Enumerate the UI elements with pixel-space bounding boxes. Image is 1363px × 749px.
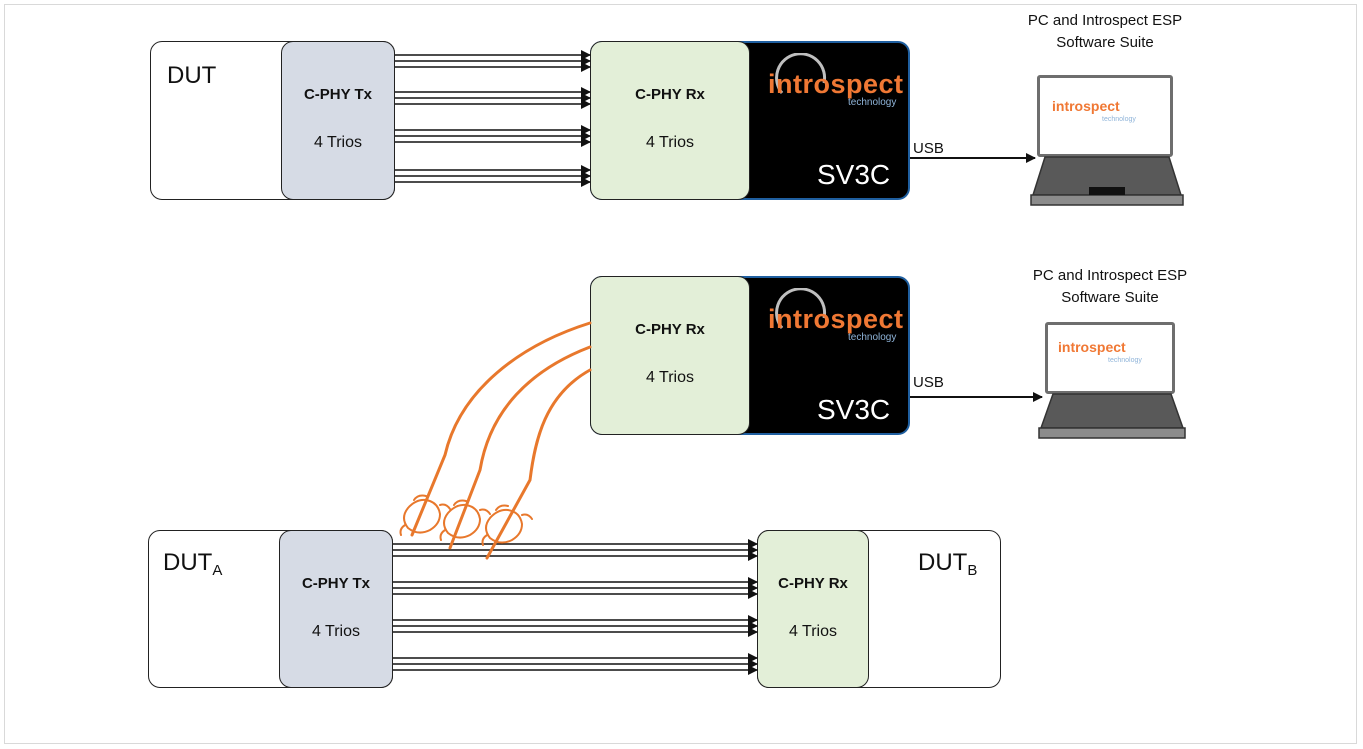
laptop-top: introspect technology — [1030, 75, 1184, 210]
probe-hands — [399, 494, 533, 546]
cphy-rx-dut-b-trios: 4 Trios — [788, 623, 837, 640]
laptop-top-screen-logo: introspect — [1052, 98, 1120, 114]
cphy-rx-analyzer-bottom-trios: 4 Trios — [645, 369, 694, 386]
usb-arrows — [910, 153, 1043, 402]
pc-caption-top-line1: PC and Introspect ESP — [1027, 12, 1183, 29]
laptop-bottom-screen-logo-sub: technology — [1108, 357, 1142, 364]
pc-caption-bottom-line2: Software Suite — [1061, 289, 1159, 306]
cphy-rx-analyzer-bottom-title: C-PHY Rx — [635, 321, 705, 338]
dut-b-subscript: B — [967, 562, 978, 579]
cphy-tx-top: C-PHY Tx 4 Trios — [281, 41, 395, 200]
laptop-bottom-screen: introspect technology — [1045, 322, 1175, 394]
dut-a-label: DUTA — [163, 549, 222, 579]
introspect-logo-text: introspect — [768, 69, 904, 99]
laptop-top-base — [1030, 156, 1184, 206]
sv3c-top-label: SV3C — [817, 159, 891, 190]
pc-caption-bottom: PC and Introspect ESP Software Suite — [1015, 265, 1205, 309]
dut-b-label: DUTB — [918, 549, 977, 579]
cphy-rx-dut-b: C-PHY Rx 4 Trios — [757, 530, 869, 688]
probe-cables — [410, 321, 592, 560]
introspect-logo-arc — [775, 53, 827, 94]
pc-caption-bottom-line1: PC and Introspect ESP — [1032, 267, 1188, 284]
laptop-bottom-base — [1038, 393, 1186, 439]
dut-b-label-text: DUT — [918, 549, 968, 576]
cphy-rx-top: C-PHY Rx 4 Trios — [590, 41, 750, 200]
introspect-logo-arc-bottom — [775, 288, 827, 329]
dut-a-label-text: DUT — [163, 549, 213, 576]
cphy-tx-top-title: C-PHY Tx — [303, 86, 373, 103]
bottom-trio-lanes — [393, 539, 758, 675]
laptop-bottom: introspect technology — [1038, 322, 1186, 457]
laptop-top-screen-logo-sub: technology — [1102, 116, 1136, 123]
introspect-logo-sub: technology — [848, 97, 897, 108]
laptop-top-screen: introspect technology — [1037, 75, 1173, 157]
pc-caption-top-line2: Software Suite — [1056, 34, 1154, 51]
pc-caption-top: PC and Introspect ESP Software Suite — [1010, 10, 1200, 54]
sv3c-bottom-label: SV3C — [817, 394, 891, 425]
cphy-tx-bottom: C-PHY Tx 4 Trios — [279, 530, 393, 688]
usb-label-top: USB — [913, 140, 944, 157]
cphy-rx-analyzer-bottom: C-PHY Rx 4 Trios — [590, 276, 750, 435]
laptop-bottom-screen-logo: introspect — [1058, 339, 1126, 355]
dut-top-label: DUT — [167, 62, 217, 89]
introspect-logo-text-bottom: introspect — [768, 304, 904, 334]
top-trio-lanes — [395, 50, 591, 187]
cphy-tx-bottom-title: C-PHY Tx — [301, 575, 371, 592]
cphy-tx-top-trios: 4 Trios — [313, 134, 362, 151]
usb-label-bottom: USB — [913, 374, 944, 391]
cphy-tx-bottom-trios: 4 Trios — [311, 623, 360, 640]
cphy-rx-top-title: C-PHY Rx — [635, 86, 705, 103]
cphy-rx-top-trios: 4 Trios — [645, 134, 694, 151]
dut-a-subscript: A — [212, 562, 223, 579]
introspect-logo-sub-bottom: technology — [848, 332, 897, 343]
cphy-rx-dut-b-title: C-PHY Rx — [778, 575, 848, 592]
